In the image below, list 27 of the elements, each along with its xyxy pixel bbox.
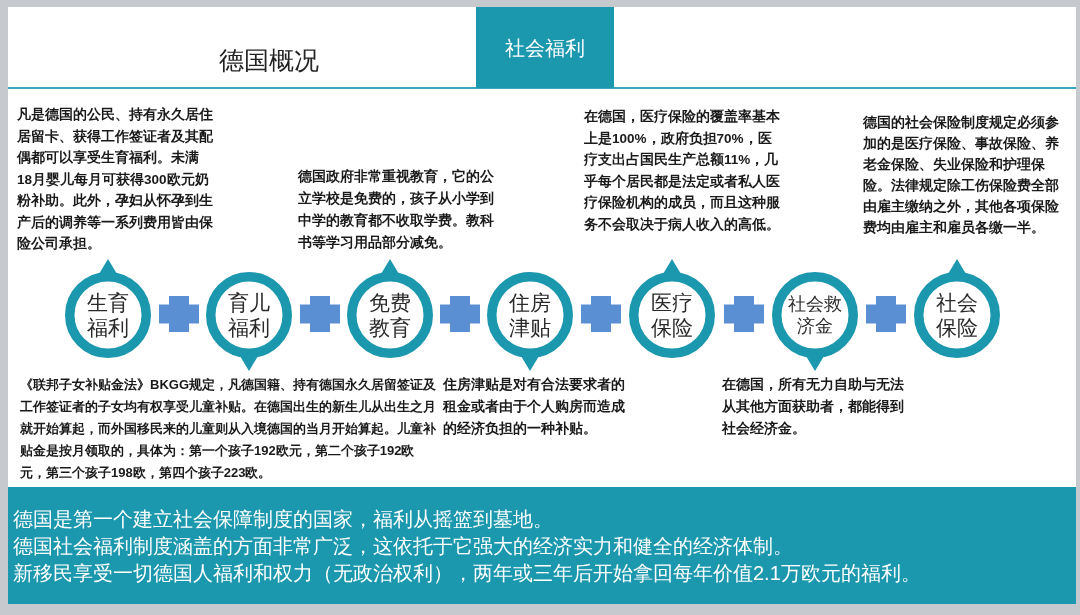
header-tab: 社会福利 — [476, 7, 614, 88]
description-text: 凡是德国的公民、持有永久居住居留卡、获得工作签证者及其配偶都可以享受生育福利。未满18月婴儿每月可获得300欧元奶粉补助。此外，孕妇从怀孕到生产后的调养等一系列费用皆由保险公司承担。 — [17, 106, 213, 253]
description-text: 德国政府非常重视教育，它的公立学校是免费的，孩子从小学到中学的教育都不收取学费。教科书等学习用品部分减免。 — [298, 167, 494, 252]
node-label: 社会救济金 — [787, 293, 843, 337]
circle-callout — [629, 259, 715, 358]
circle-callout — [347, 259, 433, 358]
description-text: 在德国，医疗保险的覆盖率基本上是100%，政府负担70%，医疗支出占国民生产总额11%，几乎每个居民都是法定或者私人医疗保险机构的成员，而且这种服务不会取决于病人收入的高低。 — [584, 108, 780, 234]
description-text: 在德国，所有无力自助与无法从其他方面获助者，都能得到社会经济金。 — [722, 376, 905, 438]
page-title: 德国概况 — [218, 45, 320, 76]
summary-text: 德国是第一个建立社会保障制度的国家，福利从摇篮到墓地。 — [13, 507, 553, 532]
node-label: 育儿福利 — [227, 290, 271, 340]
description-text: 《联邦子女补贴金法》BKGG规定，凡德国籍、持有德国永久居留签证及工作签证者的子女均有权享受儿童补贴。在德国出生的新生儿从出生之月就开始算起，而外国移民来的儿童则从入境德国的当月开始算起。儿童补贴金是按月领取的，具体为：第一个孩子192欧元，第二个孩子192欧元，第三个孩子198欧，第四个孩子223欧。 — [20, 376, 437, 482]
footer-band — [8, 487, 1076, 604]
circle-callout — [487, 272, 573, 371]
node-label: 住房津贴 — [508, 290, 552, 340]
node-label: 医疗保险 — [650, 290, 694, 340]
node-label: 社会保险 — [935, 290, 979, 340]
circle-callout — [206, 272, 292, 371]
node-label: 生育福利 — [86, 290, 130, 340]
description-text: 住房津贴是对有合法要求者的租金或者由于个人购房而造成的经济负担的一种补贴。 — [443, 376, 626, 438]
circle-callout — [772, 272, 858, 371]
description-text: 德国的社会保险制度规定必须参加的是医疗保险、事故保险、养老金保险、失业保险和护理保险。法律规定除工伤保险费全部由雇主缴纳之外，其他各项保险费均由雇主和雇员各缴一半。 — [863, 114, 1059, 237]
node-label: 免费教育 — [368, 290, 412, 340]
summary-text: 新移民享受一切德国人福利和权力（无政治权利），两年或三年后开始拿回每年价值2.1万欧元的福利。 — [13, 561, 921, 586]
circle-callout — [65, 259, 151, 358]
summary-text: 德国社会福利制度涵盖的方面非常广泛，这依托于它强大的经济实力和健全的经济体制。 — [13, 534, 793, 559]
circle-callout — [914, 259, 1000, 358]
